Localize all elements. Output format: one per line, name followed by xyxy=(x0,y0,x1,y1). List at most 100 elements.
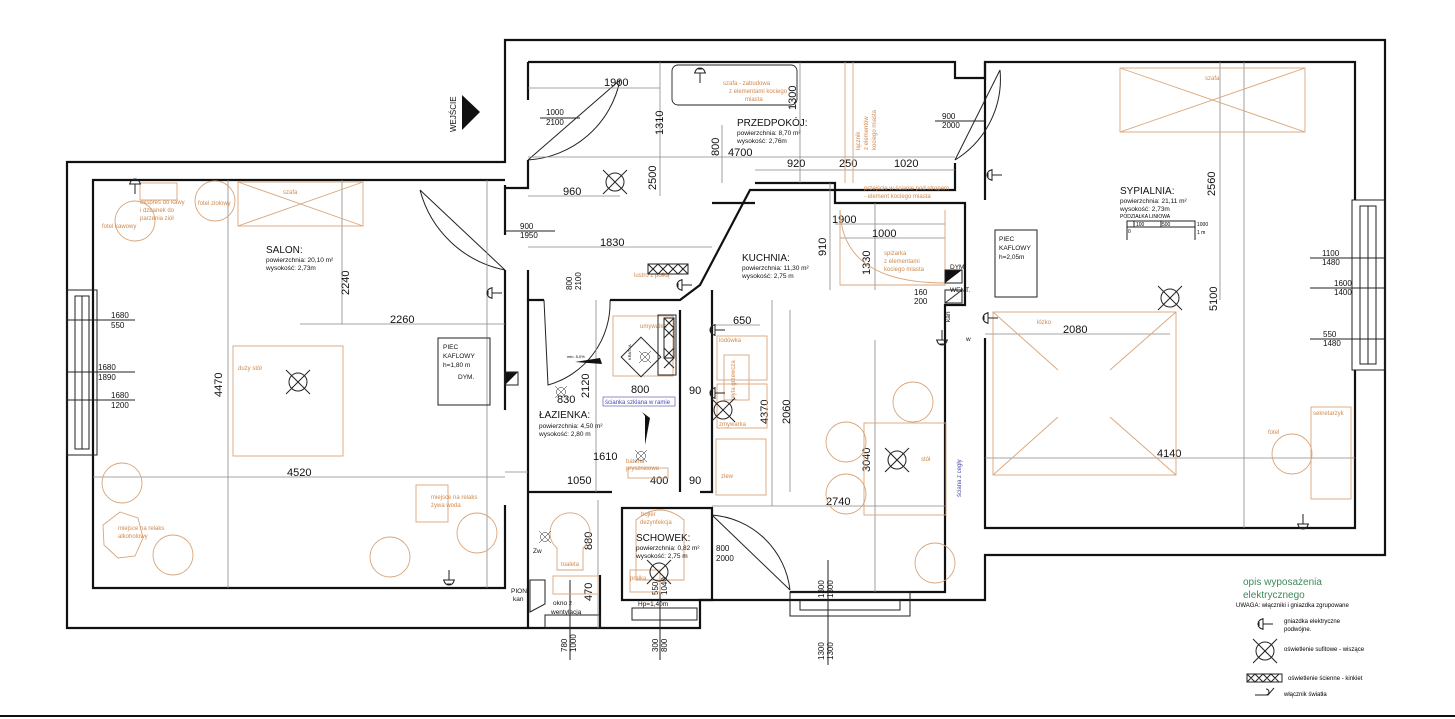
walls xyxy=(91,60,1357,628)
stove-label: KAFLOWY xyxy=(999,245,1031,252)
dim: 830 xyxy=(557,394,575,406)
opening-width: 900 xyxy=(520,222,534,231)
window-kuchnia xyxy=(789,591,911,617)
label: żywa woda xyxy=(431,503,461,509)
room-name: SALON: xyxy=(266,245,303,256)
label: łącznik xyxy=(856,131,862,150)
legend-label: gniazdka elektryczne xyxy=(1284,619,1341,625)
dim: 4470 xyxy=(213,373,225,397)
opening-height: 1300 xyxy=(826,642,835,660)
label: z elementami xyxy=(884,259,920,265)
dim: 1050 xyxy=(567,475,591,487)
dim: 1000 xyxy=(872,228,896,240)
label: pralka xyxy=(630,576,647,582)
dim: 470 xyxy=(583,583,595,601)
wall-light-icons xyxy=(647,263,689,369)
stove-sypialnia: PIEC KAFLOWY h=2,05m DYM. WENT. kan w xyxy=(944,229,1038,343)
room-area: powierzchnia: 0,82 m² xyxy=(636,545,700,552)
room-sypialnia: SYPIALNIA: powierzchnia: 21,11 m² wysoko… xyxy=(1119,186,1188,213)
dim: 2260 xyxy=(390,314,414,326)
opening-width: 1680 xyxy=(98,363,116,372)
label: lodówka xyxy=(719,338,742,344)
opening-height: 1890 xyxy=(98,373,116,382)
opening-height: 1480 xyxy=(1323,339,1341,348)
room-name: KUCHNIA: xyxy=(742,253,790,264)
height-note: Hp=1,40m xyxy=(638,601,668,608)
dim: 800 xyxy=(710,138,722,156)
opening-height: 1300 xyxy=(826,580,835,598)
room-area: powierzchnia: 4,50 m² xyxy=(539,423,603,430)
doors xyxy=(419,69,1001,591)
room-salon: SALON: powierzchnia: 20,10 m² wysokość: … xyxy=(265,245,334,272)
label: i dzbanek do xyxy=(140,208,175,214)
label: parzenia ziół xyxy=(140,216,174,222)
opening-width: 1000 xyxy=(546,108,564,117)
label: z elementami kociego xyxy=(729,89,788,95)
label: dezynfekcja xyxy=(640,520,672,526)
stove-label: KAFLOWY xyxy=(443,353,475,360)
label: z elementów xyxy=(864,116,870,150)
flue-label: DYM. xyxy=(950,264,966,271)
room-przedpokoj: PRZEDPOKÓJ: powierzchnia: 8,70 m² wysoko… xyxy=(736,116,808,145)
label: ekspres do kawy xyxy=(140,200,185,206)
opening-height: 1400 xyxy=(1334,288,1352,297)
label: bateria xyxy=(626,459,645,465)
dim: 800 xyxy=(631,384,649,396)
scale-title: PODZIAŁKA LINIOWA xyxy=(1120,214,1171,220)
label: miejsce na relaks xyxy=(118,526,164,532)
opening-width: 550 xyxy=(1323,330,1337,339)
scale-tick: 0 xyxy=(1128,229,1131,235)
wall-light-icon xyxy=(1246,673,1283,683)
label: stół xyxy=(921,457,931,463)
scale-tick: 100 xyxy=(1136,222,1145,228)
dim: 4140 xyxy=(1157,448,1181,460)
room-lazienka: ŁAZIENKA: powierzchnia: 4,50 m² wysokość… xyxy=(538,410,603,438)
label: miasta xyxy=(745,97,763,103)
opening-width: 1680 xyxy=(111,311,129,320)
furniture-outlines xyxy=(101,62,1352,595)
label: płyta grzewcza xyxy=(731,360,737,400)
dim: 1830 xyxy=(600,237,624,249)
legend-title: elektrycznego xyxy=(1243,590,1305,601)
dim: 2560 xyxy=(1206,172,1218,196)
dim: 920 xyxy=(787,158,805,170)
opening-height: 550 xyxy=(111,321,125,330)
outer-wall xyxy=(65,38,1387,630)
pion-label: kan xyxy=(513,596,524,603)
opening-width: 800 xyxy=(716,544,730,553)
label: lustro z półką xyxy=(634,273,670,279)
dim: 650 xyxy=(733,315,751,327)
room-name: SCHOWEK: xyxy=(636,533,690,544)
room-area: powierzchnia: 11,30 m² xyxy=(742,265,810,272)
pion-label: PION xyxy=(511,588,527,595)
dim: 90 xyxy=(689,475,701,487)
scale-unit: 1 m xyxy=(1197,230,1205,236)
dim: 1300 xyxy=(787,86,799,110)
room-height: wysokość: 2,80 m xyxy=(538,431,591,438)
window-note: wentylacją xyxy=(550,609,582,616)
window-note: okno z xyxy=(553,600,572,607)
room-height: wysokość: 2,73m xyxy=(265,265,316,272)
opening-width: 1600 xyxy=(1334,279,1352,288)
label: fotel ziołowy xyxy=(198,201,231,207)
dim: 250 xyxy=(839,158,857,170)
label: łóżko xyxy=(1037,320,1052,326)
label: kociego miasta xyxy=(872,109,878,150)
window-schowek xyxy=(631,607,698,621)
misc-labels: Zw PION kan okno z wentylacją Hp=1,40m K… xyxy=(511,344,668,616)
dim: 5100 xyxy=(1208,287,1220,311)
ceiling-light-icon xyxy=(1252,638,1278,664)
label: fotel xyxy=(1268,430,1279,436)
label: fotel kawowy xyxy=(102,224,136,230)
label: kociego miasta xyxy=(884,267,925,273)
label: miejsce na relaks xyxy=(431,495,477,501)
duct-label: kan xyxy=(945,311,952,322)
label: przejście w ścianie pod stropem xyxy=(864,186,949,192)
label: szafa - zabudowa xyxy=(723,81,771,87)
room-name: SYPIALNIA: xyxy=(1120,186,1174,197)
room-area: powierzchnia: 21,11 m² xyxy=(1120,198,1188,205)
dim: 1310 xyxy=(654,111,666,135)
label: sekretarzyk xyxy=(1313,411,1345,417)
